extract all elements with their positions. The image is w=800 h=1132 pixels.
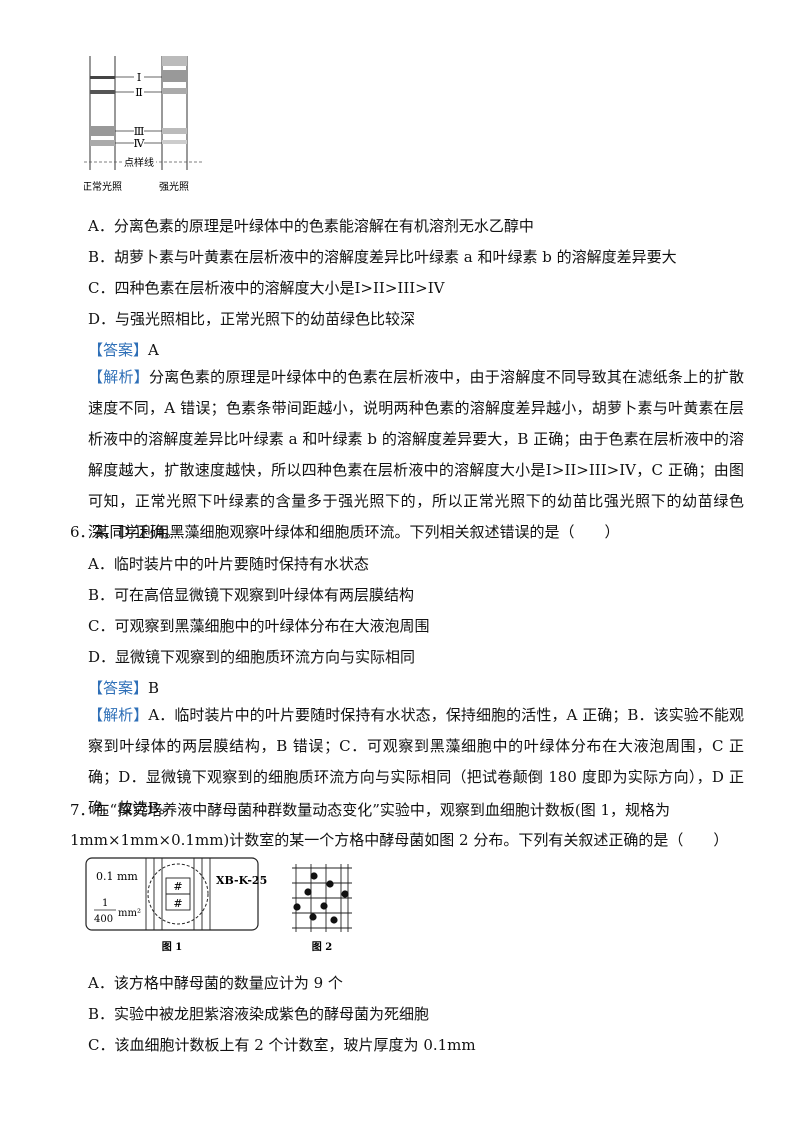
- q5-analysis: 【解析】分离色素的原理是叶绿体中的色素在层析液中，由于溶解度不同导致其在滤纸条上…: [88, 362, 744, 548]
- q6-option-a: A．临时装片中的叶片要随时保持有水状态: [88, 555, 369, 573]
- q6-analysis: 【解析】A．临时装片中的叶片要随时保持有水状态，保持细胞的活性，A 正确；B．该…: [88, 700, 744, 824]
- q6-option-c: C．可观察到黑藻细胞中的叶绿体分布在大液泡周围: [88, 617, 430, 635]
- normal-light-caption: 正常光照: [84, 180, 122, 193]
- q7-stem: 7．在“探究培养液中酵母菌种群数量动态变化”实验中，观察到血细胞计数板(图 1，…: [70, 801, 729, 849]
- analysis-text: 分离色素的原理是叶绿体中的色素在层析液中，由于溶解度不同导致其在滤纸条上的扩散速…: [88, 368, 744, 541]
- q5-option-d: D．与强光照相比，正常光照下的幼苗绿色比较深: [88, 310, 416, 328]
- q7-option-a: A．该方格中酵母菌的数量应计为 9 个: [88, 974, 343, 992]
- hemocytometer-figure: 0.1 mm 1 400 mm² # # XB-K-25 图 1: [84, 856, 374, 956]
- model-label: XB-K-25: [216, 874, 267, 887]
- strong-light-caption: 强光照: [159, 180, 189, 193]
- area-denominator: 400: [94, 914, 113, 925]
- depth-label: 0.1 mm: [96, 870, 138, 883]
- band-label-3: Ⅲ: [134, 125, 145, 138]
- answer-tag: 【答案】: [88, 341, 149, 359]
- figure-1-caption: 图 1: [162, 941, 182, 953]
- q5-option-b: B．胡萝卜素与叶黄素在层析液中的溶解度差异比叶绿素 a 和叶绿素 b 的溶解度差…: [88, 248, 677, 266]
- origin-line-label: 点样线: [124, 156, 154, 169]
- answer-value: A: [148, 341, 159, 359]
- strong-light-strip: [161, 56, 188, 170]
- figure-1: 0.1 mm 1 400 mm² # # XB-K-25 图 1: [85, 857, 267, 953]
- svg-text:#: #: [173, 897, 182, 910]
- band-label-4: Ⅳ: [134, 137, 146, 150]
- q6-option-b: B．可在高倍显微镜下观察到叶绿体有两层膜结构: [88, 586, 415, 604]
- q5-answer: 【答案】A: [88, 339, 159, 361]
- q7-option-b: B．实验中被龙胆紫溶液染成紫色的酵母菌为死细胞: [88, 1005, 430, 1023]
- figure-2-caption: 图 2: [312, 941, 332, 953]
- analysis-tag: 【解析】: [88, 706, 149, 724]
- band-label-2: Ⅱ: [135, 86, 142, 99]
- band-label-1: Ⅰ: [137, 71, 141, 84]
- normal-light-strip: [89, 56, 116, 170]
- figure-2: 图 2: [292, 864, 352, 953]
- answer-tag: 【答案】: [88, 679, 149, 697]
- q6-answer: 【答案】B: [88, 677, 159, 699]
- svg-text:#: #: [173, 880, 182, 893]
- q7-option-c: C．该血细胞计数板上有 2 个计数室，玻片厚度为 0.1mm: [88, 1036, 476, 1054]
- chromatography-figure: Ⅰ Ⅱ Ⅲ Ⅳ 点样线 正常光照 强光照: [84, 48, 214, 198]
- area-numerator: 1: [102, 898, 108, 909]
- q5-option-a: A．分离色素的原理是叶绿体中的色素能溶解在有机溶剂无水乙醇中: [88, 217, 534, 235]
- analysis-text: A．临时装片中的叶片要随时保持有水状态，保持细胞的活性，A 正确；B．该实验不能…: [88, 706, 744, 817]
- area-unit: mm²: [118, 908, 141, 919]
- answer-value: B: [148, 679, 160, 697]
- q5-option-c: C．四种色素在层析液中的溶解度大小是Ⅰ>II>III>IV: [88, 279, 445, 297]
- q6-stem: 6．某同学利用黑藻细胞观察叶绿体和细胞质环流。下列相关叙述错误的是（ ）: [70, 523, 620, 541]
- analysis-tag: 【解析】: [88, 368, 150, 386]
- q6-option-d: D．显微镜下观察到的细胞质环流方向与实际相同: [88, 648, 416, 666]
